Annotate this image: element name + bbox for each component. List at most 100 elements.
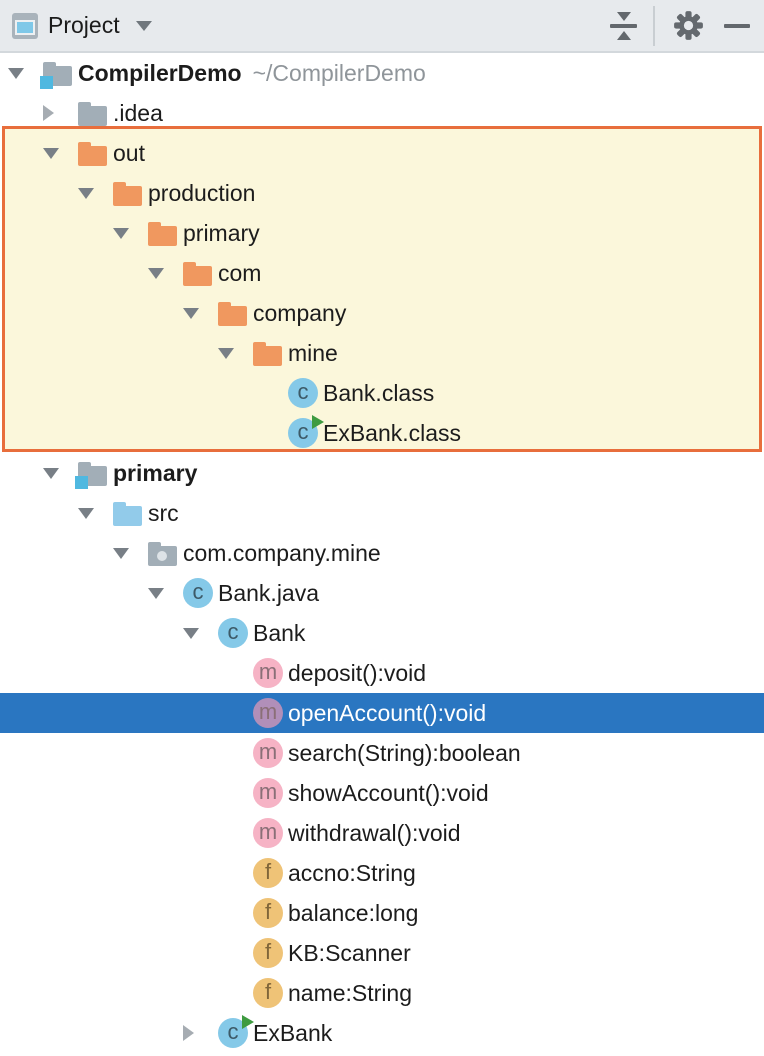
tree-item-label: .idea [113,99,163,126]
tree-row-mine[interactable]: mine [0,333,764,373]
folder-icon [218,301,247,326]
folder-icon [148,221,177,246]
field-icon: f [253,858,283,888]
collapse-node-icon[interactable] [218,347,234,359]
collapse-all-icon[interactable] [610,11,637,40]
tree-item-label: primary [113,459,198,486]
toolwindow-title: Project [48,12,120,38]
tree-row-primary[interactable]: primary [0,213,764,253]
method-icon: m [253,658,283,688]
collapse-node-icon[interactable] [78,187,94,199]
tree-item-label: production [148,179,256,206]
tree-item-label: balance:long [288,899,419,926]
project-tool-window-icon [12,12,38,39]
tree-item-label: openAccount():void [288,699,487,726]
run-arrow-icon [242,1015,254,1029]
expand-node-icon[interactable] [183,1025,194,1041]
tree-item-label: com.company.mine [183,539,381,566]
class-icon: c [288,378,318,408]
collapse-node-icon[interactable] [183,627,199,639]
tree-row-production[interactable]: production [0,173,764,213]
field-icon: f [253,938,283,968]
method-icon: m [253,738,283,768]
tree-row-com-company-mine[interactable]: com.company.mine [0,533,764,573]
tree-item-label: showAccount():void [288,779,489,806]
field-icon: f [253,978,283,1008]
tree-item-label: deposit():void [288,659,427,686]
tree-item-label: Bank.class [323,379,435,406]
method-icon: m [253,818,283,848]
expand-node-icon[interactable] [43,105,54,121]
module-icon [75,461,107,489]
tree-item-label: name:String [288,979,413,1006]
compiled-output-highlight-box [2,126,762,452]
tree-item-label: ExBank.class [323,419,462,446]
toolbar-divider [653,5,655,46]
tree-item-label: withdrawal():void [288,819,461,846]
tree-item-label: ExBank [253,1019,333,1046]
chevron-down-icon[interactable] [135,20,152,31]
collapse-node-icon[interactable] [8,67,24,79]
tree-item-label: mine [288,339,338,366]
method-icon: m [253,698,283,728]
collapse-node-icon[interactable] [113,227,129,239]
folder-icon [78,101,107,126]
collapse-node-icon[interactable] [43,147,59,159]
field-icon: f [253,898,283,928]
tree-row-compilerdemo[interactable]: CompilerDemo ~/CompilerDemo [0,53,764,93]
tree-item-label: out [113,139,145,166]
hide-icon[interactable] [724,23,750,28]
runnable-class-icon: c [218,1015,254,1048]
tree-item-label: search(String):boolean [288,739,521,766]
run-arrow-icon [312,415,324,429]
tree-item-label: Bank.java [218,579,320,606]
tree-item-label: src [148,499,179,526]
class-icon: c [218,618,248,648]
runnable-class-icon: c [288,415,324,448]
settings-gear-icon[interactable] [671,8,706,43]
tree-row-out[interactable]: out [0,133,764,173]
tree-item-label: primary [183,219,260,246]
tree-row-primary[interactable]: primary [0,453,764,493]
folder-icon [78,141,107,166]
tree-row-company[interactable]: company [0,293,764,333]
collapse-node-icon[interactable] [183,307,199,319]
tree-item-label: com [218,259,262,286]
folder-icon [183,261,212,286]
collapse-node-icon[interactable] [148,587,164,599]
tree-row-idea[interactable]: .idea [0,93,764,133]
tree-item-label: Bank [253,619,306,646]
folder-icon [113,181,142,206]
folder-icon [253,341,282,366]
collapse-node-icon[interactable] [148,267,164,279]
tree-item-label: CompilerDemo [78,59,242,86]
project-toolwindow-header: Project [0,0,764,53]
collapse-node-icon[interactable] [43,467,59,479]
class-icon: c [183,578,213,608]
tree-row-com[interactable]: com [0,253,764,293]
tree-item-label: KB:Scanner [288,939,411,966]
package-icon [148,541,177,566]
method-icon: m [253,778,283,808]
source-folder-icon [113,501,142,526]
tree-row-src[interactable]: src [0,493,764,533]
collapse-node-icon[interactable] [78,507,94,519]
collapse-node-icon[interactable] [113,547,129,559]
tree-item-label: accno:String [288,859,416,886]
project-path-label: ~/CompilerDemo [252,59,426,86]
